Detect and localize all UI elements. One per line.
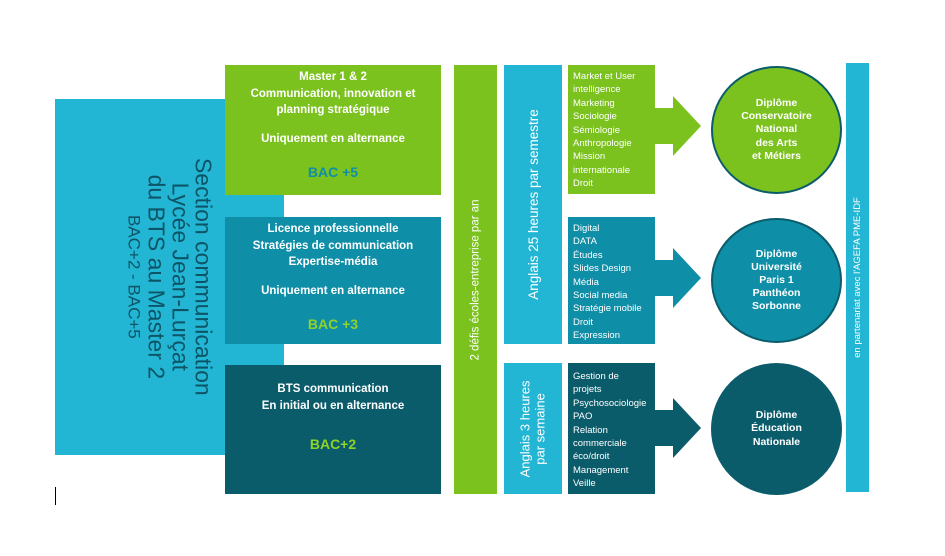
- level-title-line: planning stratégique: [276, 104, 390, 117]
- challenges-label: 2 défis écoles-entreprise par an: [469, 198, 482, 361]
- diploma-education-nationale: Diplôme Éducation Nationale: [711, 363, 842, 495]
- level-mode: Uniquement en alternance: [261, 285, 405, 298]
- level-title-line: Expertise-média: [288, 256, 378, 269]
- subject-item: Slides Design: [573, 263, 632, 275]
- subject-item: Gestion de: [573, 371, 619, 382]
- subject-item: Anthropologie: [573, 138, 632, 150]
- english-lower-line: Anglais 3 heures: [517, 380, 533, 477]
- english-lower-box: Anglais 3 heures par semaine: [504, 363, 562, 494]
- subject-item: Psychosociologie: [573, 397, 647, 409]
- subject-item: Marketing: [573, 97, 615, 109]
- level-title-line: Stratégies de communication: [252, 239, 414, 252]
- partner-label: en partenariat avec l'AGEFA PME-IDF: [852, 197, 863, 358]
- level-title-line: Communication, innovation et: [250, 87, 416, 100]
- diploma-line: Nationale: [752, 435, 801, 448]
- level-title-line: Master 1 & 2: [299, 71, 367, 83]
- subject-item: Expression: [573, 330, 620, 342]
- subject-item: Droit: [573, 178, 594, 190]
- diploma-line: Diplôme: [755, 409, 798, 422]
- challenges-bar: 2 défis écoles-entreprise par an: [454, 65, 497, 494]
- program-range: du BTS au Master 2: [143, 174, 170, 380]
- english-upper-label: Anglais 25 heures par semestre: [525, 109, 541, 300]
- diploma-line: Conservatoire: [741, 110, 812, 123]
- subject-item: Droit: [573, 316, 594, 328]
- subject-item: Mission: [573, 151, 606, 163]
- subject-item: Média: [573, 276, 599, 288]
- text-cursor: [55, 487, 56, 505]
- level-bac: BAC +3: [307, 315, 359, 332]
- bac-range: BAC+2 - BAC+5: [123, 215, 143, 339]
- level-master: Master 1 & 2 Communication, innovation e…: [225, 65, 441, 195]
- level-bts: BTS communication En initial ou en alter…: [225, 365, 441, 494]
- subject-item: Sociologie: [573, 111, 617, 123]
- subject-item: commerciale: [573, 438, 627, 450]
- subject-item: Management: [573, 464, 629, 476]
- level-title-line: En initial ou en alternance: [261, 399, 405, 412]
- diploma-line: Université: [751, 260, 802, 273]
- subject-item: Digital: [573, 223, 600, 234]
- subject-item: Market et User: [573, 71, 636, 82]
- diploma-line: Panthéon: [752, 287, 801, 300]
- diploma-line: des Arts: [755, 136, 798, 149]
- english-lower-label: Anglais 3 heures par semaine: [517, 380, 548, 477]
- subject-item: Veille: [573, 478, 596, 490]
- diploma-line: Sorbonne: [752, 300, 801, 313]
- subject-item: Stratégie mobile: [573, 303, 642, 315]
- subject-item: DATA: [573, 236, 597, 248]
- arrow-right-icon: [655, 96, 701, 156]
- diploma-line: Diplôme: [755, 97, 798, 110]
- level-title-line: Licence professionnelle: [267, 223, 399, 235]
- level-licence: Licence professionnelle Stratégies de co…: [225, 217, 441, 344]
- subject-item: Études: [573, 249, 603, 261]
- level-bac: BAC +5: [307, 163, 359, 180]
- subject-item: internationale: [573, 164, 631, 176]
- level-title-line: BTS communication: [277, 383, 389, 395]
- partner-bar: en partenariat avec l'AGEFA PME-IDF: [846, 63, 869, 492]
- school-name: Lycée Jean-Lurçat: [166, 182, 193, 372]
- subject-item: PAO: [573, 411, 593, 423]
- subject-item: Relation: [573, 424, 608, 436]
- subjects-master: Market et User intelligence Marketing So…: [568, 65, 655, 194]
- subject-item: éco/droit: [573, 451, 610, 463]
- subject-item: Sémiologie: [573, 124, 620, 136]
- subjects-licence: Digital DATA Études Slides Design Média …: [568, 217, 655, 344]
- arrow-right-icon: [655, 398, 701, 458]
- subject-item: projets: [573, 384, 602, 396]
- level-mode: Uniquement en alternance: [261, 133, 405, 146]
- diploma-line: Paris 1: [759, 273, 794, 286]
- english-upper-box: Anglais 25 heures par semestre: [504, 65, 562, 344]
- diploma-cnam: Diplôme Conservatoire National des Arts …: [711, 66, 842, 194]
- arrow-right-icon: [655, 248, 701, 308]
- diploma-sorbonne: Diplôme Université Paris 1 Panthéon Sorb…: [711, 218, 842, 343]
- diploma-line: Diplôme: [755, 247, 798, 260]
- subjects-bts: Gestion de projets Psychosociologie PAO …: [568, 363, 655, 494]
- diploma-line: Éducation: [751, 422, 802, 435]
- section-title: Section communication: [190, 158, 217, 396]
- subject-item: intelligence: [573, 84, 621, 96]
- diploma-line: National: [755, 123, 798, 136]
- subject-item: Social media: [573, 290, 628, 302]
- diploma-line: et Métiers: [751, 149, 801, 162]
- english-lower-line: par semaine: [532, 392, 547, 465]
- level-bac: BAC+2: [309, 436, 357, 453]
